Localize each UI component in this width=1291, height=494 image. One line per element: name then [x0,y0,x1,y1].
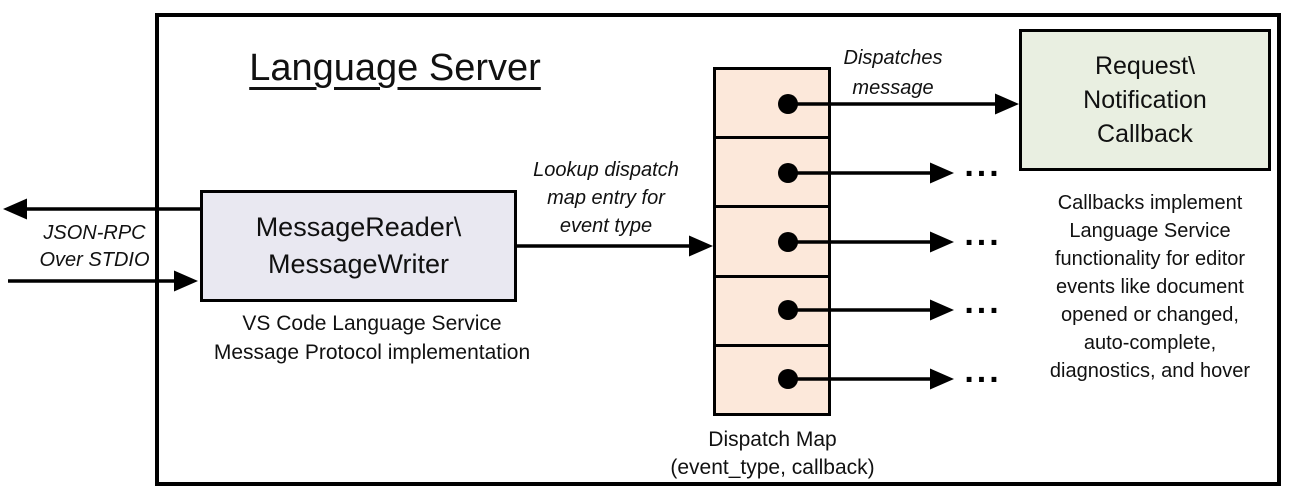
dispatch-map-cell [716,274,828,344]
callback-description: Callbacks implement Language Service fun… [1049,192,1251,382]
ellipsis: ... [964,146,1002,184]
dispatch-map-cell [716,136,828,205]
json-rpc-stdio-label: JSON-RPC Over STDIO [39,222,150,271]
dispatch-map-cell [716,70,828,136]
ellipsis: ... [964,283,1002,321]
dispatches-message-label: Dispatches message [843,47,943,99]
dispatch-map-label: Dispatch Map (event_type, callback) [670,428,875,479]
dispatch-map-node [713,67,831,416]
ellipsis: ... [964,352,1002,390]
message-reader-writer-node: MessageReader\ MessageWriter [200,190,517,302]
dispatch-map-cell [716,205,828,274]
dispatch-map-cell [716,343,828,413]
ellipsis: ... [964,215,1002,253]
request-notification-callback-node: Request\ Notification Callback [1019,29,1271,171]
diagram-title: Language Server [249,47,541,89]
lookup-dispatch-label: Lookup dispatch map entry for event type [533,159,679,237]
message-reader-caption: VS Code Language Service Message Protoco… [213,312,531,364]
